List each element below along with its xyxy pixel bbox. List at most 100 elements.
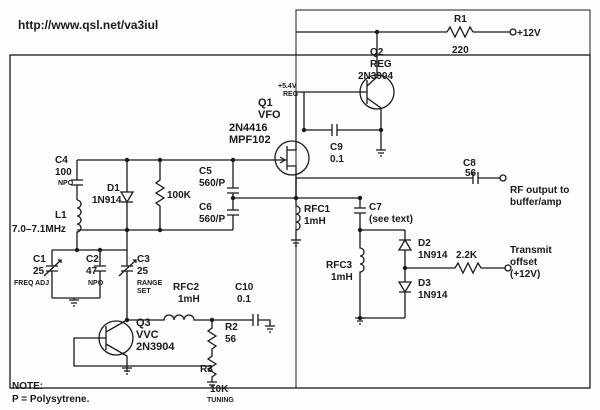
q1-jfet xyxy=(274,140,310,176)
d2-diode xyxy=(397,230,413,268)
r3-value: 10K xyxy=(210,384,229,395)
q3-emitter xyxy=(105,343,128,372)
c6-ref: C6 xyxy=(199,202,212,213)
d1-ref: D1 xyxy=(107,183,120,194)
d2-ref: D2 xyxy=(418,238,431,249)
r1-value: 220 xyxy=(452,45,469,56)
offset-line3: (+12V) xyxy=(510,269,540,280)
ground-icon xyxy=(355,317,365,325)
d3-diode xyxy=(397,268,413,318)
c8-ref: C8 xyxy=(463,158,476,169)
c7-ref: C7 xyxy=(369,202,382,213)
offset-line1: Transmit xyxy=(510,245,552,256)
ground-icon xyxy=(122,367,132,375)
c3-note1: RANGE xyxy=(137,280,163,287)
r2-resistor xyxy=(206,320,218,352)
q2-collector xyxy=(366,32,378,87)
supply-label: +12V xyxy=(517,28,541,39)
q3-collector xyxy=(105,319,128,333)
d1-value: 1N914 xyxy=(92,195,122,206)
c5-capacitor xyxy=(227,160,239,198)
c2-ref: C2 xyxy=(86,254,99,265)
q2-ref: Q2 xyxy=(370,47,384,58)
q1-part1: 2N4416 xyxy=(229,122,268,134)
c7-capacitor xyxy=(354,207,366,214)
q1-source xyxy=(287,165,297,198)
r22k-resistor xyxy=(405,261,505,275)
ground-icon xyxy=(207,381,217,389)
q1-gate xyxy=(267,156,287,164)
c10-value: 0.1 xyxy=(237,294,251,305)
offset-line2: offset xyxy=(510,257,538,268)
r3-note: TUNING xyxy=(207,397,234,404)
rfc3-choke xyxy=(359,230,365,318)
c4-ref: C4 xyxy=(55,155,68,166)
c6-capacitor xyxy=(227,198,239,230)
q3-func: VVC xyxy=(136,329,159,341)
note-title: NOTE: xyxy=(12,381,43,392)
rf-output-terminal xyxy=(499,174,507,182)
ground-icon xyxy=(291,239,301,247)
c10-ref: C10 xyxy=(235,282,254,293)
q2-part: 2N3904 xyxy=(358,71,393,82)
q1-ref: Q1 xyxy=(258,97,273,109)
q3-part: 2N3904 xyxy=(136,341,175,353)
c6-value: 560/P xyxy=(199,214,225,225)
q2-func: REG xyxy=(370,59,392,70)
c1-ref: C1 xyxy=(33,254,46,265)
c10-capacitor xyxy=(252,314,259,326)
r2-ref: R2 xyxy=(225,322,238,333)
d3-ref: D3 xyxy=(418,278,431,289)
c5-ref: C5 xyxy=(199,166,212,177)
l1-ref: L1 xyxy=(55,210,67,221)
rfc1-choke xyxy=(295,198,301,240)
rfc1-value: 1mH xyxy=(304,216,326,227)
q1-drain xyxy=(287,91,304,151)
c1-value: 25 xyxy=(33,266,45,277)
note-text: P = Polysytrene. xyxy=(12,394,90,405)
reg-voltage: +5.4V xyxy=(278,83,297,90)
q2-emitter xyxy=(366,97,382,150)
c8-value: 56 xyxy=(465,168,477,179)
c2-note: NPO xyxy=(88,280,104,287)
q3-base-feed xyxy=(73,337,212,367)
c3-ref: C3 xyxy=(137,254,150,265)
c9-capacitor xyxy=(331,124,338,136)
r100k-resistor xyxy=(154,160,166,230)
source-url: http://www.qsl.net/va3iul xyxy=(18,18,158,32)
c7-value: (see text) xyxy=(369,214,413,225)
ground-icon xyxy=(265,325,275,333)
rf-output-line1: RF output to xyxy=(510,185,569,196)
c3-trimmer xyxy=(118,255,137,320)
rfc2-value: 1mH xyxy=(178,294,200,305)
q1-func: VFO xyxy=(258,109,281,121)
rfc1-ref: RFC1 xyxy=(304,204,331,215)
d2-value: 1N914 xyxy=(418,250,448,261)
c4-note: NPO xyxy=(58,180,74,187)
l1-inductor xyxy=(76,199,82,250)
reg-node-label: REG xyxy=(283,91,299,98)
r22k-value: 2.2K xyxy=(456,250,478,261)
c1-trimmer xyxy=(43,250,62,298)
rf-output-line2: buffer/amp xyxy=(510,197,562,208)
r3-ref: R3 xyxy=(200,364,213,375)
r2-value: 56 xyxy=(225,334,237,345)
rfc3-ref: RFC3 xyxy=(326,260,353,271)
c4-value: 100 xyxy=(55,167,72,178)
ground-icon xyxy=(376,149,386,157)
c9-ref: C9 xyxy=(330,142,343,153)
q1-part2: MPF102 xyxy=(229,134,271,146)
c2-value: 47 xyxy=(86,266,98,277)
c9-value: 0.1 xyxy=(330,154,344,165)
d3-value: 1N914 xyxy=(418,290,448,301)
c1-note: FREQ ADJ xyxy=(14,280,49,287)
rfc2-choke xyxy=(127,314,253,321)
supply-terminal xyxy=(509,28,517,36)
q3-ref: Q3 xyxy=(136,317,151,329)
rfc3-value: 1mH xyxy=(331,272,353,283)
c2-capacitor xyxy=(94,250,106,298)
d1-diode xyxy=(119,191,135,204)
ground-icon xyxy=(69,298,79,307)
